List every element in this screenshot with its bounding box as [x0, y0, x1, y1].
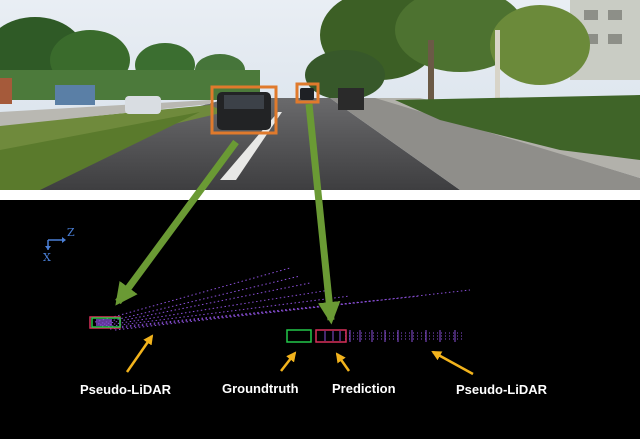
cyclists: [338, 88, 364, 110]
mapping-arrow-near: [115, 139, 239, 306]
street-photo: [0, 0, 640, 190]
bus-stop: [55, 85, 95, 105]
pointer-arrow-prediction: [335, 352, 351, 372]
label-pseudo-lidar-right: Pseudo-LiDAR: [456, 382, 548, 397]
groundtruth-box-right: [286, 329, 312, 343]
mapping-arrow-far: [305, 103, 341, 325]
pointer-arrow-pseudo-lidar-right: [431, 350, 474, 376]
point-cloud-right: [345, 330, 465, 342]
parked-car: [125, 96, 161, 114]
detection-box-far: [295, 82, 320, 104]
car-far: [300, 88, 314, 100]
pointer-arrow-pseudo-lidar-left: [125, 334, 154, 373]
pointer-arrow-groundtruth: [280, 351, 297, 372]
label-prediction: Prediction: [332, 381, 396, 396]
point-cloud-left: [94, 267, 471, 331]
axis-x-label: X: [43, 251, 51, 264]
point-cloud-panel: Z X: [43, 226, 471, 343]
groundtruth-box-left: [91, 317, 121, 328]
axis-indicator: Z X: [43, 226, 75, 264]
left-trees: [0, 17, 260, 100]
prediction-box-right: [315, 329, 347, 343]
label-groundtruth: Groundtruth: [222, 381, 299, 396]
axis-z-label: Z: [67, 226, 75, 239]
detection-box-near: [210, 85, 278, 135]
road: [0, 98, 460, 190]
right-trees: [305, 0, 640, 110]
label-pseudo-lidar-left: Pseudo-LiDAR: [80, 382, 172, 397]
hedge: [395, 95, 640, 160]
